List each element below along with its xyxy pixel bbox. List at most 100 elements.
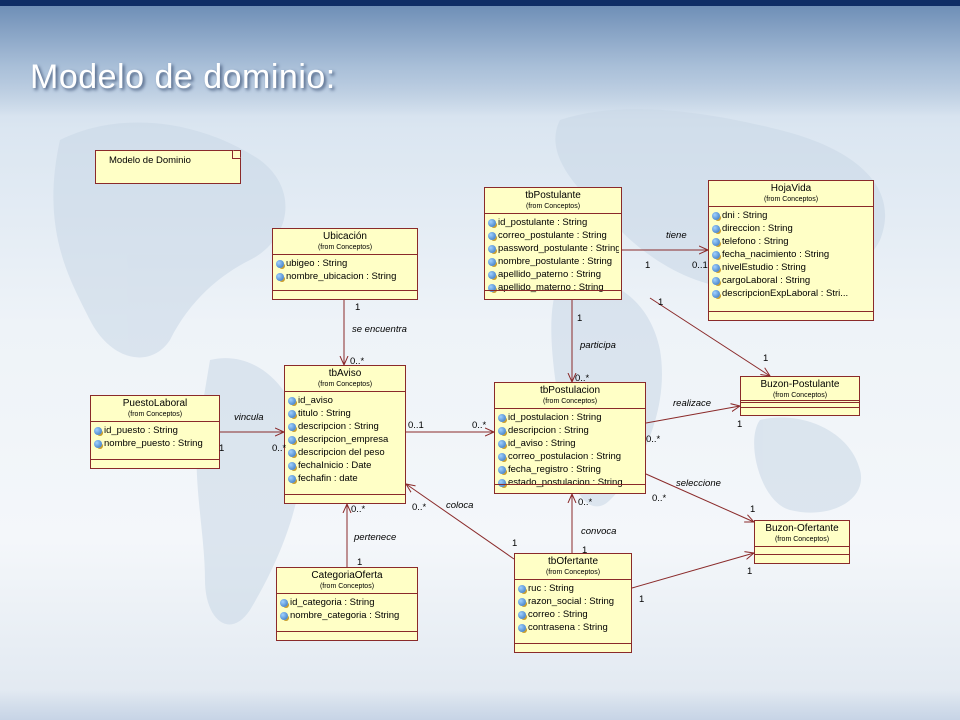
operations-compartment [741, 407, 859, 415]
attribute: fechaInicio : Date [288, 459, 403, 472]
multiplicity: 1 [639, 594, 645, 605]
class-buzon-ofertante[interactable]: Buzon-Ofertante (from Conceptos) [754, 520, 850, 564]
attribute-icon [712, 237, 720, 246]
multiplicity: 1 [658, 297, 664, 308]
attribute: nivelEstudio : String [712, 261, 871, 274]
attribute: ruc : String [518, 582, 629, 595]
operations-compartment [515, 643, 631, 652]
class-name: PuestoLaboral [122, 398, 188, 409]
attribute: correo_postulacion : String [498, 450, 643, 463]
attribute-list: id_aviso titulo : String descripcion : S… [285, 392, 405, 485]
attribute: apellido_paterno : String [488, 268, 619, 281]
class-name: HojaVida [770, 183, 812, 194]
attribute: contrasena : String [518, 621, 629, 634]
multiplicity: 0..* [652, 493, 667, 504]
multiplicity: 0..* [578, 497, 593, 508]
attribute-icon [288, 409, 296, 418]
class-tbofertante[interactable]: tbOfertante (from Conceptos) ruc : Strin… [514, 553, 632, 653]
attribute-icon [518, 623, 526, 632]
attribute: descripcion del peso [288, 446, 403, 459]
class-tbpostulacion[interactable]: tbPostulacion (from Conceptos) id_postul… [494, 382, 646, 494]
class-ubicacion[interactable]: Ubicación (from Conceptos) ubigeo : Stri… [272, 228, 418, 300]
class-package: (from Conceptos) [763, 196, 819, 203]
attribute: fecha_nacimiento : String [712, 248, 871, 261]
attribute-icon [288, 474, 296, 483]
class-package: (from Conceptos) [317, 381, 373, 388]
class-buzon-postulante[interactable]: Buzon-Postulante (from Conceptos) [740, 376, 860, 416]
multiplicity: 0..* [472, 420, 487, 431]
attribute-icon [498, 426, 506, 435]
attribute: correo_postulante : String [488, 229, 619, 242]
slide-title: Modelo de dominio: [30, 58, 336, 96]
attribute-icon [498, 439, 506, 448]
class-package: (from Conceptos) [525, 203, 581, 210]
attribute: descripcionExpLaboral : Stri... [712, 287, 871, 300]
note-fold [232, 150, 241, 159]
class-package: (from Conceptos) [772, 392, 828, 399]
multiplicity: 1 [737, 419, 743, 430]
multiplicity: 0..* [272, 443, 287, 454]
attributes-compartment [741, 400, 859, 408]
class-header: tbPostulante (from Conceptos) [485, 188, 621, 214]
attribute-icon [488, 231, 496, 240]
attribute-icon [712, 211, 720, 220]
attribute-icon [280, 611, 288, 620]
class-header: HojaVida (from Conceptos) [709, 181, 873, 207]
attribute: razon_social : String [518, 595, 629, 608]
assoc-postulante-buzon [649, 297, 770, 376]
class-tbaviso[interactable]: tbAviso (from Conceptos) id_aviso titulo… [284, 365, 406, 504]
attribute-icon [498, 413, 506, 422]
class-name: tbAviso [328, 368, 362, 379]
multiplicity: 0..* [351, 504, 366, 515]
attribute: id_aviso [288, 394, 403, 407]
diagram-note: Modelo de Dominio [95, 150, 241, 184]
attribute-icon [488, 218, 496, 227]
multiplicity: 0..* [412, 502, 427, 513]
attribute-icon [288, 448, 296, 457]
attribute-icon [518, 584, 526, 593]
attribute-icon [288, 461, 296, 470]
attribute-list: id_categoria : String nombre_categoria :… [277, 594, 417, 622]
attribute: id_categoria : String [280, 596, 415, 609]
class-categoriaoferta[interactable]: CategoriaOferta (from Conceptos) id_cate… [276, 567, 418, 641]
attribute-icon [280, 598, 288, 607]
attribute-icon [276, 259, 284, 268]
class-header: tbAviso (from Conceptos) [285, 366, 405, 392]
class-name: Buzon-Ofertante [765, 523, 839, 534]
class-hojavida[interactable]: HojaVida (from Conceptos) dni : String d… [708, 180, 874, 321]
attribute: nombre_categoria : String [280, 609, 415, 622]
assoc-realizace [645, 406, 740, 424]
class-package: (from Conceptos) [317, 244, 373, 251]
assoc-label-pertenece: pertenece [354, 532, 397, 543]
assoc-label-participa: participa [580, 340, 616, 351]
multiplicity: 1 [763, 353, 769, 364]
multiplicity: 0..* [350, 356, 365, 367]
attribute: cargoLaboral : String [712, 274, 871, 287]
attribute: nombre_postulante : String [488, 255, 619, 268]
class-puestolaboral[interactable]: PuestoLaboral (from Conceptos) id_puesto… [90, 395, 220, 469]
class-tbpostulante[interactable]: tbPostulante (from Conceptos) id_postula… [484, 187, 622, 300]
operations-compartment [285, 494, 405, 503]
operations-compartment [277, 631, 417, 640]
attribute: id_puesto : String [94, 424, 217, 437]
attribute-icon [518, 597, 526, 606]
operations-compartment [485, 290, 621, 299]
attribute-icon [712, 289, 720, 298]
assoc-seleccione [645, 473, 754, 522]
assoc-label-coloca: coloca [446, 500, 474, 511]
attribute-icon [488, 257, 496, 266]
multiplicity: 0..* [575, 373, 590, 384]
attribute-icon [94, 439, 102, 448]
attribute-icon [498, 452, 506, 461]
attribute: descripcion_empresa [288, 433, 403, 446]
attribute: descripcion : String [288, 420, 403, 433]
multiplicity: 1 [577, 313, 583, 324]
class-package: (from Conceptos) [127, 411, 183, 418]
class-name: Buzon-Postulante [760, 379, 840, 390]
assoc-label-realizace: realizace [673, 398, 712, 409]
operations-compartment [709, 311, 873, 320]
class-package: (from Conceptos) [545, 569, 601, 576]
note-text: Modelo de Dominio [109, 155, 191, 166]
assoc-label-vincula: vincula [234, 412, 264, 423]
